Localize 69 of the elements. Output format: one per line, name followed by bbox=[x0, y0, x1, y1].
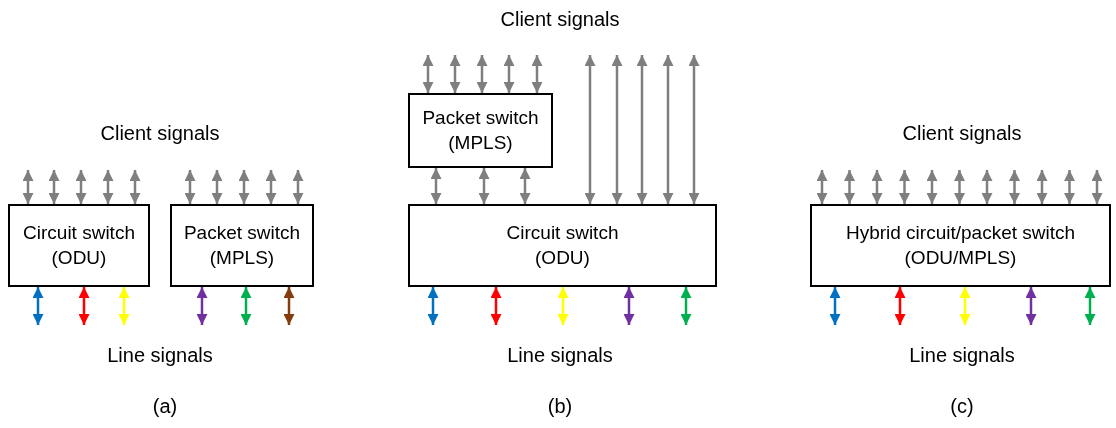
double-arrow bbox=[954, 170, 965, 204]
double-arrow bbox=[476, 55, 488, 93]
double-arrow bbox=[75, 170, 87, 204]
double-arrow bbox=[636, 55, 648, 204]
signal-label: Client signals bbox=[100, 122, 220, 145]
double-arrow bbox=[211, 170, 223, 204]
double-arrow bbox=[478, 168, 490, 204]
double-arrow bbox=[48, 170, 60, 204]
double-arrow bbox=[1084, 287, 1096, 325]
double-arrow bbox=[449, 55, 461, 93]
double-arrow bbox=[283, 287, 295, 325]
double-arrow bbox=[894, 287, 906, 325]
double-arrow bbox=[981, 170, 993, 204]
double-arrow bbox=[688, 55, 700, 204]
panel-caption: (c) bbox=[950, 395, 974, 418]
signal-label: Line signals bbox=[507, 344, 613, 367]
double-arrow bbox=[844, 170, 855, 204]
double-arrow bbox=[871, 170, 883, 204]
double-arrow bbox=[118, 287, 130, 325]
double-arrow bbox=[662, 55, 674, 204]
double-arrow bbox=[102, 170, 114, 204]
signal-label: Client signals bbox=[500, 8, 620, 31]
panel-caption: (b) bbox=[547, 395, 573, 418]
double-arrow bbox=[1025, 287, 1037, 325]
switch-label: Hybrid circuit/packet switch (ODU/MPLS) bbox=[844, 220, 1077, 270]
switch-label: Packet switch (MPLS) bbox=[182, 220, 302, 270]
double-arrow bbox=[265, 170, 277, 204]
double-arrow bbox=[611, 55, 623, 204]
switch-box bbox=[810, 204, 1111, 287]
double-arrow bbox=[78, 287, 90, 325]
double-arrow bbox=[503, 55, 515, 93]
double-arrow bbox=[680, 287, 692, 325]
double-arrow bbox=[196, 287, 208, 325]
double-arrow bbox=[584, 55, 596, 204]
double-arrow bbox=[926, 170, 938, 204]
panel-caption: (a) bbox=[152, 395, 178, 418]
switch-label: Circuit switch (ODU) bbox=[505, 220, 620, 270]
double-arrow bbox=[1009, 170, 1020, 204]
double-arrow bbox=[22, 170, 34, 204]
double-arrow bbox=[1036, 170, 1048, 204]
double-arrow bbox=[32, 287, 44, 325]
signal-label: Client signals bbox=[902, 122, 1022, 145]
signal-label: Line signals bbox=[107, 344, 213, 367]
double-arrow bbox=[184, 170, 196, 204]
switch-box bbox=[408, 204, 717, 287]
double-arrow bbox=[240, 287, 252, 325]
double-arrow bbox=[557, 287, 569, 325]
switch-label: Packet switch (MPLS) bbox=[421, 105, 540, 155]
double-arrow bbox=[292, 170, 304, 204]
double-arrow bbox=[427, 287, 439, 325]
double-arrow bbox=[129, 170, 141, 204]
switch-box bbox=[408, 93, 553, 168]
double-arrow bbox=[422, 55, 434, 93]
double-arrow bbox=[959, 287, 971, 325]
switch-label: Circuit switch (ODU) bbox=[22, 220, 136, 270]
double-arrow bbox=[490, 287, 502, 325]
signal-label: Line signals bbox=[909, 344, 1015, 367]
double-arrow bbox=[430, 168, 442, 204]
switch-box bbox=[8, 204, 150, 287]
double-arrow bbox=[1091, 170, 1103, 204]
double-arrow bbox=[519, 168, 531, 204]
double-arrow bbox=[1064, 170, 1075, 204]
double-arrow bbox=[899, 170, 910, 204]
double-arrow bbox=[623, 287, 635, 325]
double-arrow bbox=[238, 170, 250, 204]
switch-box bbox=[170, 204, 314, 287]
double-arrow bbox=[829, 287, 841, 325]
double-arrow bbox=[531, 55, 543, 93]
double-arrow bbox=[816, 170, 828, 204]
